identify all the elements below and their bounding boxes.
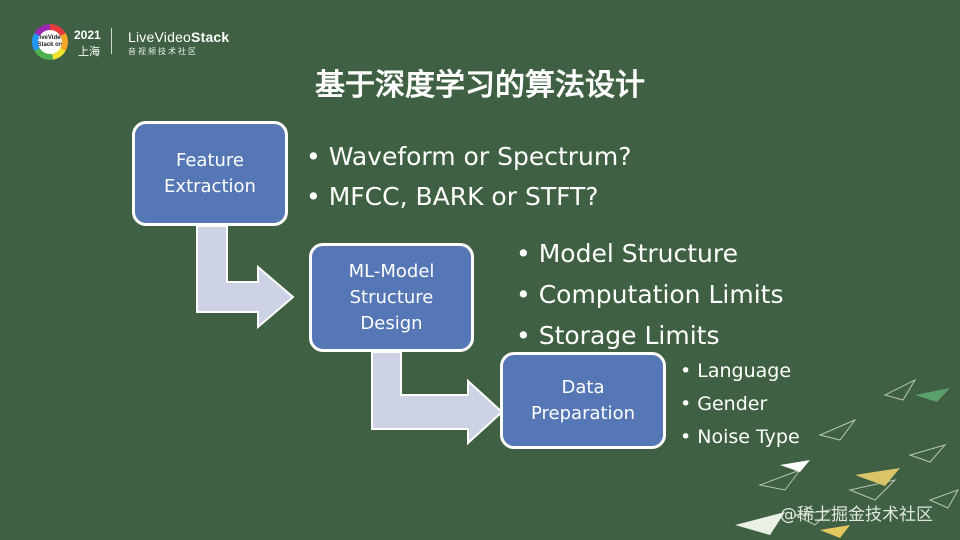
bullet-item: Model Structure xyxy=(516,233,783,274)
paper-plane-icon xyxy=(758,378,960,526)
feature-extraction-bullets: Waveform or Spectrum? MFCC, BARK or STFT… xyxy=(306,137,632,217)
paper-plane-filled-icon xyxy=(735,388,950,538)
bullet-item: Waveform or Spectrum? xyxy=(306,137,632,177)
bullet-item: Computation Limits xyxy=(516,274,784,315)
brand-subtitle: 音视频技术社区 xyxy=(128,47,198,56)
slide-title: 基于深度学习的算法设计 xyxy=(315,68,645,103)
conference-logo: LiveVideo Stack on xyxy=(32,24,68,60)
step-box-data-preparation: Data Preparation xyxy=(500,352,666,449)
flow-arrow-1 xyxy=(196,225,295,330)
flow-arrow-2 xyxy=(371,351,504,446)
bullet-item: Noise Type xyxy=(680,421,799,454)
logo-text: LiveVideo Stack on xyxy=(38,30,62,54)
ml-model-bullets: Model Structure Computation Limits Stora… xyxy=(516,233,784,356)
logo-divider xyxy=(111,28,112,54)
brand-prefix: LiveVideo xyxy=(128,29,192,45)
bullet-item: Gender xyxy=(680,388,800,421)
step-box-feature-extraction: Feature Extraction xyxy=(132,121,288,226)
data-preparation-bullets: Language Gender Noise Type xyxy=(680,355,800,454)
bullet-item: Language xyxy=(680,355,800,388)
brand-name: LiveVideoStack xyxy=(128,29,229,45)
bullet-item: MFCC, BARK or STFT? xyxy=(306,177,632,217)
step-box-ml-model-structure-design: ML-Model Structure Design xyxy=(309,243,474,352)
logo-year: 2021 xyxy=(74,28,101,42)
brand-suffix: Stack xyxy=(191,29,230,45)
bullet-item: Storage Limits xyxy=(516,315,783,356)
paper-plane-decoration xyxy=(735,378,960,538)
logo-city: 上海 xyxy=(78,45,100,58)
watermark: @稀土掘金技术社区 xyxy=(780,505,933,525)
